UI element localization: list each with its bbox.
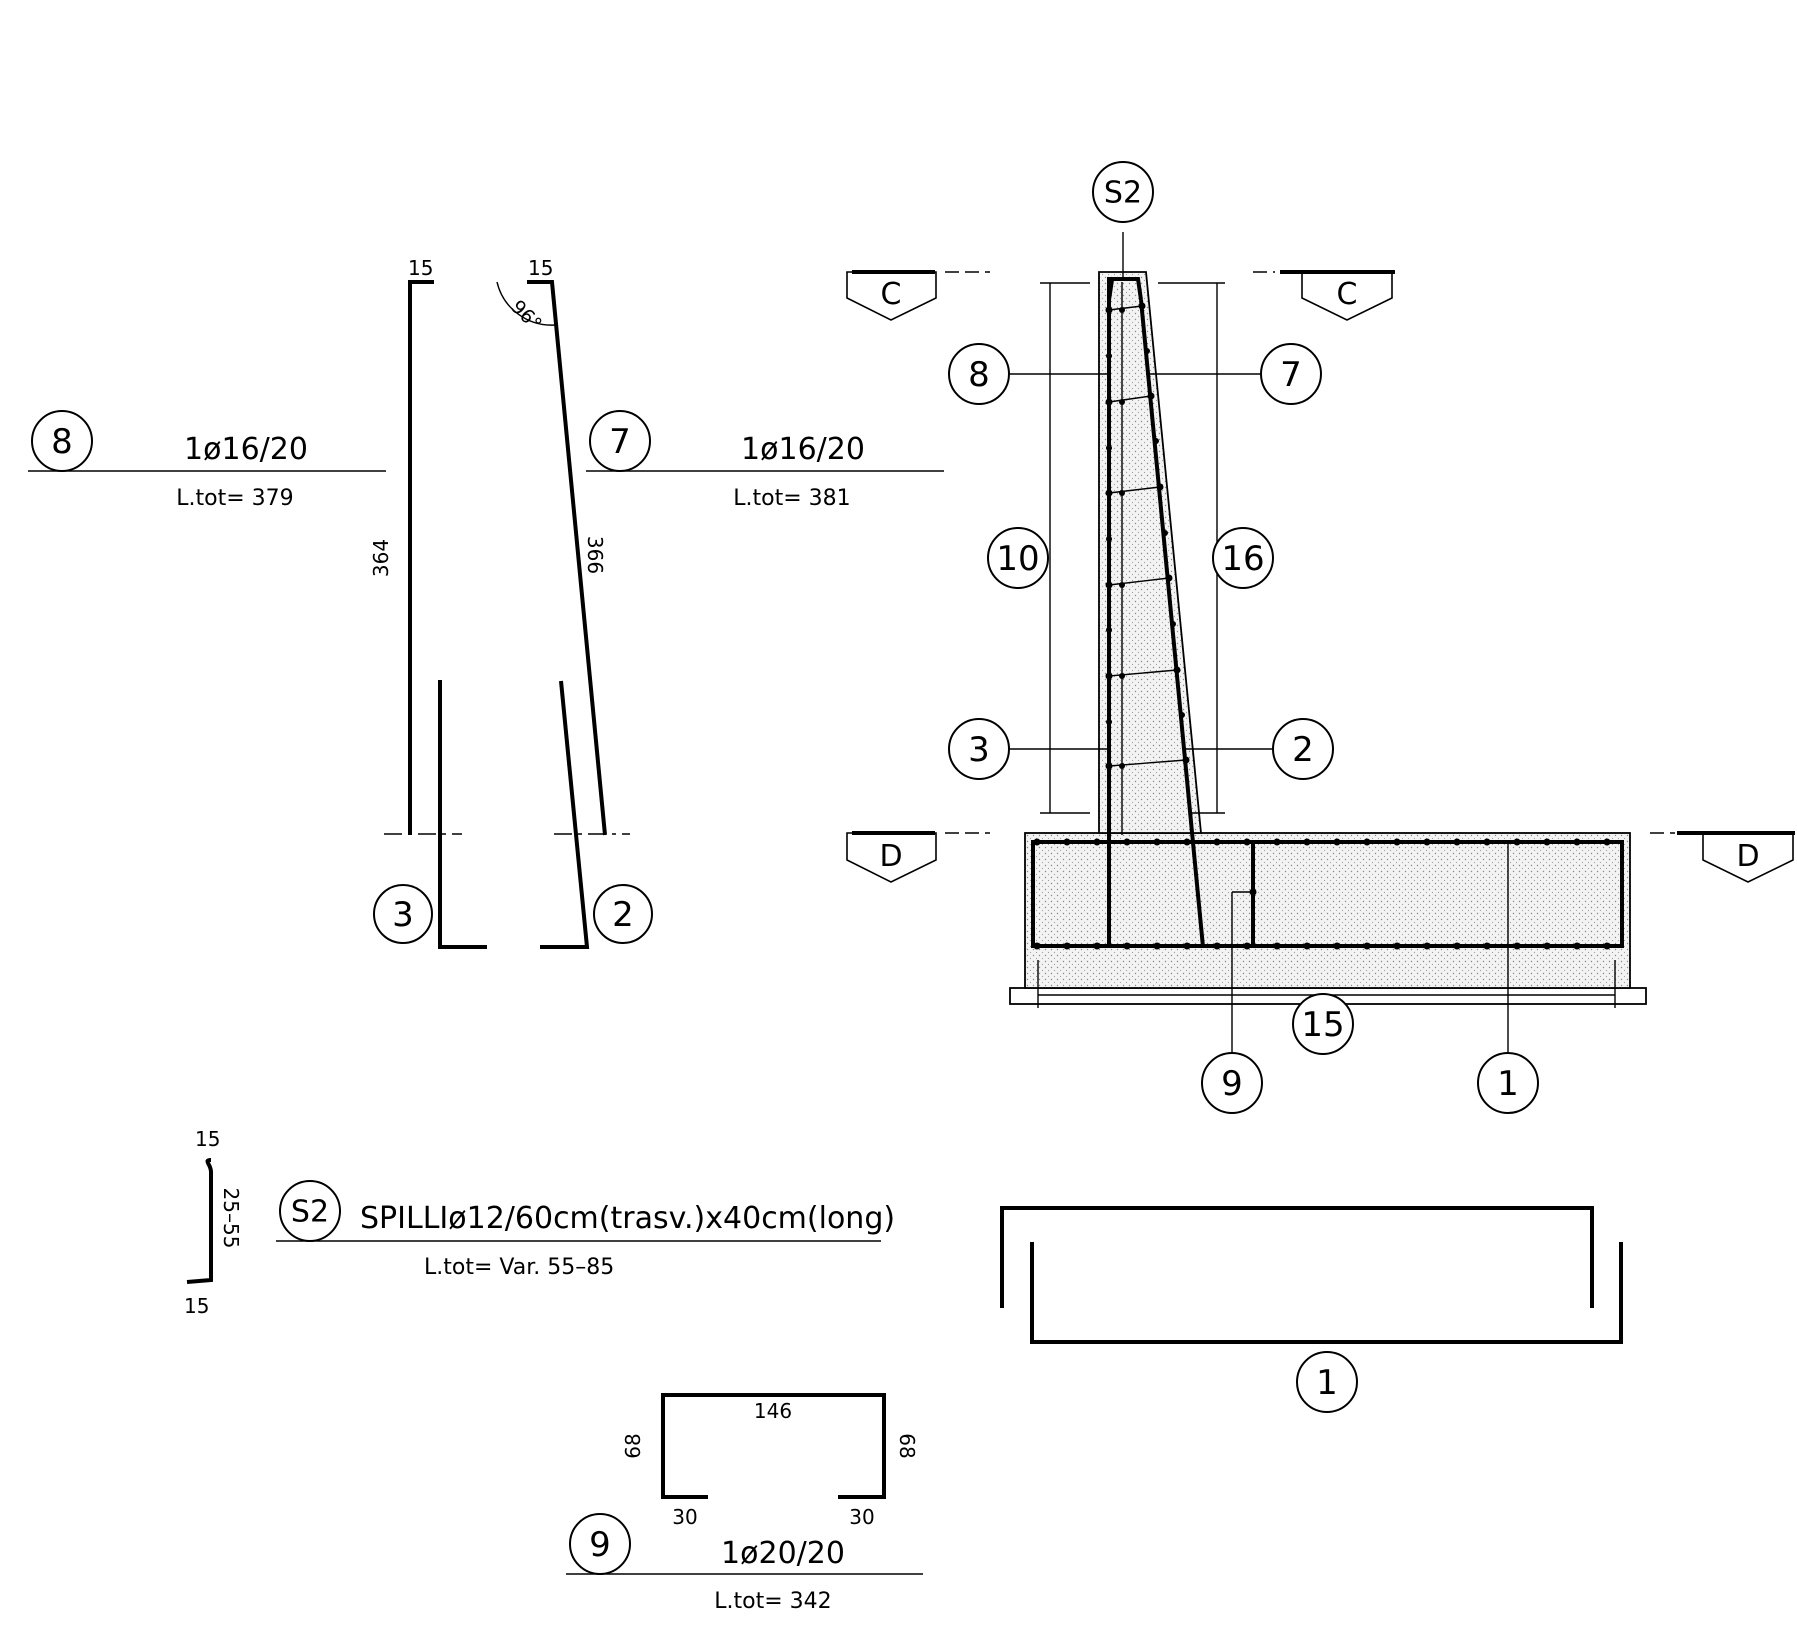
stem-bar-nodes [1105, 302, 1190, 770]
svg-text:2: 2 [612, 895, 634, 935]
bar-9-left-label: 68 [621, 1433, 645, 1458]
section-marker-d-right: D [1650, 831, 1795, 883]
bar-9-foot-right-label: 30 [849, 1505, 874, 1529]
svg-text:D: D [1736, 839, 1759, 874]
bubble-s2-top: S2 [1092, 161, 1154, 223]
bar-7-spec: 1ø16/20 [741, 432, 865, 467]
bubble-10: 10 [987, 527, 1049, 589]
bar-9-shape [661, 1393, 886, 1499]
wall-stem [1098, 271, 1202, 834]
bar-8-hook-label: 15 [408, 256, 433, 280]
s2-side-label: 25–55 [219, 1188, 243, 1249]
svg-text:15: 15 [1301, 1005, 1344, 1045]
bar-9-schedule: 146 68 68 30 30 9 1ø20/20 L.tot= 342 [566, 1393, 923, 1614]
bar-2-shape [540, 680, 590, 949]
footing [1024, 832, 1631, 989]
bubble-1-shape [1296, 1351, 1358, 1413]
svg-text:10: 10 [996, 539, 1039, 579]
bar-1-schedule: 1 [1000, 1206, 1623, 1413]
bar-7-length: L.tot= 381 [733, 486, 850, 511]
s2-length: L.tot= Var. 55–85 [424, 1255, 614, 1280]
svg-text:1: 1 [1497, 1064, 1519, 1104]
bubble-1-section: 1 [1477, 1052, 1539, 1114]
footing-bar-nodes [1033, 838, 1611, 950]
svg-text:C: C [881, 277, 902, 312]
svg-text:C: C [1337, 277, 1358, 312]
svg-text:S2: S2 [1104, 176, 1142, 211]
bar-8-shape: 15 364 [369, 256, 434, 835]
s2-schedule: 15 25–55 15 S2 SPILLIø12/60cm(trasv.)x40… [184, 1127, 895, 1318]
bar-9-spec: 1ø20/20 [721, 1536, 845, 1571]
bar-7-label: 7 1ø16/20 L.tot= 381 [586, 410, 944, 511]
s2-bottom-label: 15 [184, 1294, 209, 1318]
svg-text:9: 9 [1221, 1064, 1243, 1104]
bar-9-length: L.tot= 342 [714, 1589, 831, 1614]
bar-9-right-label: 68 [895, 1433, 919, 1458]
bubble-8-section: 8 [948, 343, 1010, 405]
bubble-7-left-text: 7 [609, 422, 631, 462]
bar-1-outer [1000, 1206, 1594, 1308]
svg-text:3: 3 [968, 730, 990, 770]
bar-8-spec: 1ø16/20 [184, 432, 308, 467]
s2-pin-shape [186, 1158, 213, 1284]
svg-text:8: 8 [968, 355, 990, 395]
bar-shapes-group: 15 364 15 96° 366 3 2 [369, 256, 653, 949]
bubble-7-section: 7 [1260, 343, 1322, 405]
section-marker-d-left: D [846, 831, 990, 883]
bubble-2-left: 2 [593, 884, 653, 944]
bar-1-inner [1030, 1242, 1623, 1344]
bar-7-angle-label: 96° [506, 296, 545, 335]
svg-text:3: 3 [392, 895, 414, 935]
footing-bar-1 [1031, 840, 1624, 948]
bubble-s2-schedule-text: S2 [291, 1195, 329, 1230]
stem-ties [1108, 282, 1187, 835]
bar-7-shape: 15 96° 366 [496, 256, 607, 836]
bubble-3-left: 3 [373, 884, 433, 944]
bubble-15: 15 [1292, 993, 1354, 1055]
bar-7-hook-label: 15 [528, 256, 553, 280]
wall-section: C C D D S2 8 7 [846, 161, 1795, 1114]
s2-spec: SPILLIø12/60cm(trasv.)x40cm(long) [360, 1201, 895, 1236]
bubble-8-left-text: 8 [51, 422, 73, 462]
svg-text:16: 16 [1221, 539, 1264, 579]
section-marker-c-left: C [846, 270, 990, 321]
bar-9-top-label: 146 [754, 1399, 792, 1423]
section-marker-c-right: C [1253, 270, 1395, 321]
svg-text:D: D [879, 839, 902, 874]
bar-8-label: 8 1ø16/20 L.tot= 379 [28, 410, 386, 511]
bubble-1-shape-text: 1 [1316, 1363, 1338, 1403]
bubble-3-section: 3 [948, 718, 1010, 780]
svg-text:7: 7 [1280, 355, 1302, 395]
bubble-2-section: 2 [1272, 718, 1334, 780]
svg-text:2: 2 [1292, 730, 1314, 770]
s2-top-label: 15 [195, 1127, 220, 1151]
bar-8-length: L.tot= 379 [176, 486, 293, 511]
bubble-16: 16 [1212, 527, 1274, 589]
bar-9-foot-left-label: 30 [672, 1505, 697, 1529]
bar-8-height-label: 364 [369, 539, 393, 577]
bar-7-height-label: 366 [583, 536, 607, 574]
bubble-9-schedule-text: 9 [589, 1525, 611, 1565]
bubble-9-section: 9 [1201, 1052, 1263, 1114]
bar-3-shape [438, 680, 487, 949]
